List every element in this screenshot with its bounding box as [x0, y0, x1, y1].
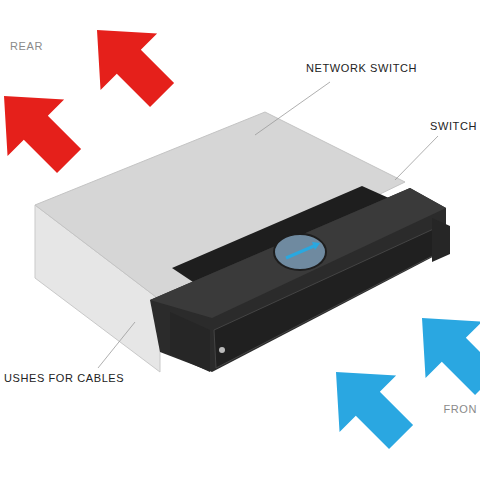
direction-label: FRON: [443, 403, 477, 416]
leader-line: [98, 322, 135, 368]
part-label: SWITCH: [430, 120, 477, 133]
logo-mark: [219, 347, 225, 353]
front-bezel: [150, 188, 446, 372]
fan-arrow-head: [312, 242, 320, 250]
exhaust-arrow: [0, 68, 97, 190]
intake-arrow: [394, 290, 480, 412]
leader-line: [255, 82, 330, 135]
part-label: USHES FOR CABLES: [4, 372, 124, 385]
enclosure: [35, 112, 450, 372]
exhaust-arrow: [69, 2, 191, 124]
rack-ear: [432, 218, 450, 262]
intake-arrow: [308, 344, 430, 466]
fan-grille: [274, 234, 326, 270]
fan-arrow: [286, 246, 314, 258]
part-label: NETWORK SWITCH: [306, 62, 417, 75]
rack-ear: [170, 312, 210, 372]
leader-lines: [98, 82, 438, 368]
direction-label: REAR: [10, 40, 43, 53]
leader-line: [395, 136, 438, 180]
airflow-arrows: [0, 2, 480, 466]
mesh-panel: [214, 226, 440, 368]
